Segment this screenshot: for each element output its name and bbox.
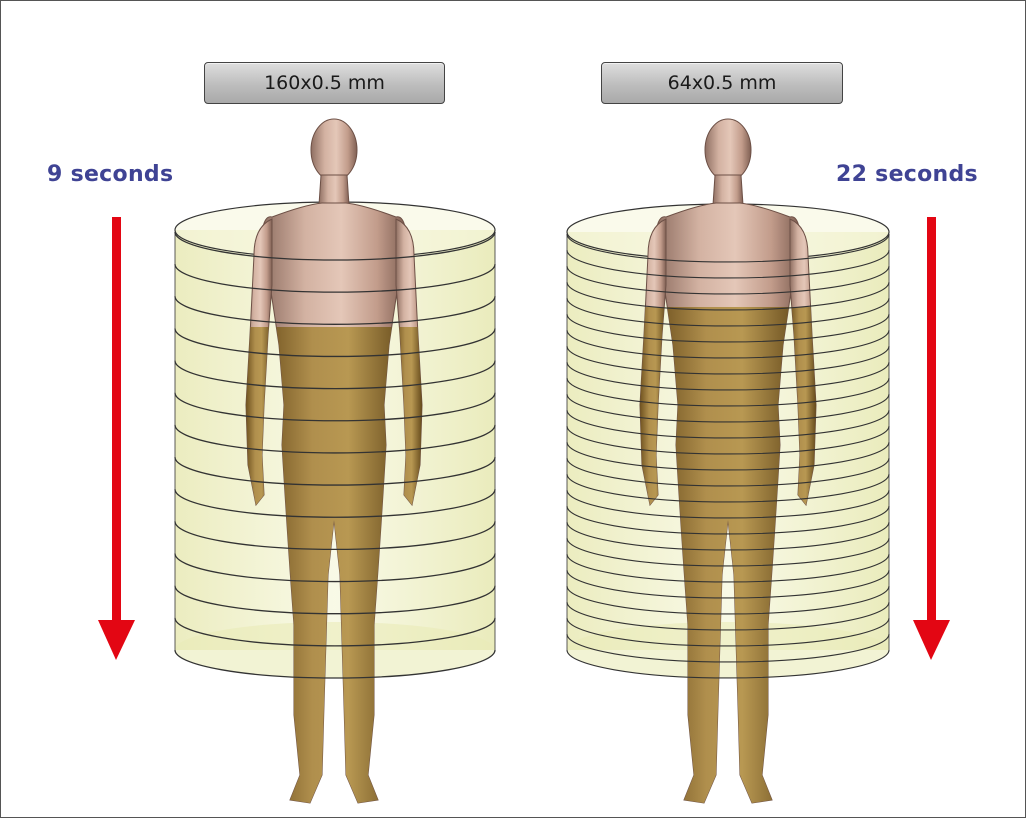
right-detector-config-label: 64x0.5 mm	[601, 62, 843, 104]
left-detector-config-label: 160x0.5 mm	[204, 62, 445, 104]
right-down-arrow-icon	[913, 217, 950, 660]
right-scan-time-label: 22 seconds	[836, 162, 978, 187]
left-down-arrow-icon	[98, 217, 135, 660]
left-scan-time-label: 9 seconds	[47, 162, 173, 187]
